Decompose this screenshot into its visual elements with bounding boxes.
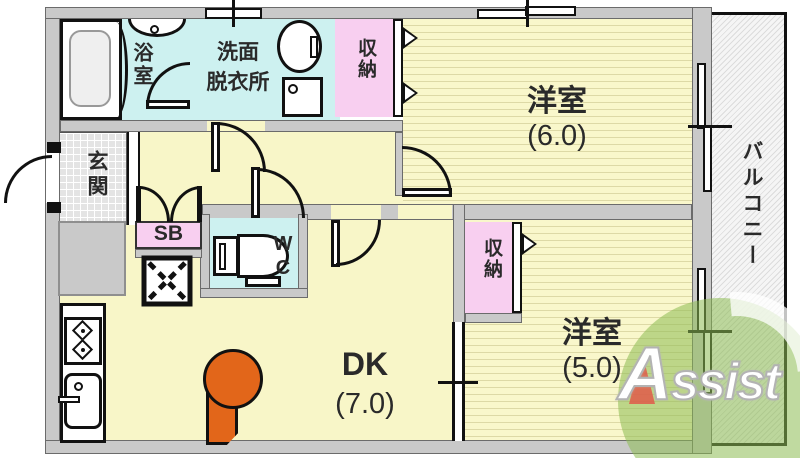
pipe-space (58, 221, 126, 296)
bathtub-inner (69, 30, 111, 107)
washer-pan (282, 77, 323, 117)
balcony-slider-1a (697, 63, 706, 129)
closet-side-fold-icon (522, 233, 537, 255)
washroom-label-line1: 洗面 (217, 41, 259, 64)
entrance-jamb-top (47, 142, 61, 153)
closet-side-label: 収納 (481, 238, 502, 280)
wall-outer-top (45, 7, 712, 19)
slider-dk-room5-tick (438, 381, 478, 384)
wc-label: WC (273, 233, 293, 279)
stove-burner-2-dot (81, 348, 85, 352)
closet-top-fold-icon-1 (403, 27, 418, 49)
wash-basin-handle (310, 36, 318, 58)
dk-size: (7.0) (335, 388, 395, 420)
western-room-6-size: (6.0) (527, 120, 587, 152)
entrance-door-arc (4, 155, 52, 203)
faucet-spout (58, 396, 80, 403)
wall-outer-bottom (45, 440, 712, 454)
wall-room5-left (453, 204, 465, 324)
toilet-tank (213, 236, 239, 276)
entrance-label: 玄関 (85, 150, 108, 200)
closet-top-label: 収納 (355, 38, 376, 80)
dining-table-top (203, 349, 263, 409)
doorway-dk (331, 205, 381, 219)
stove-burner-1-dot (81, 329, 85, 333)
toilet-base (245, 276, 281, 287)
bathtub (60, 19, 122, 120)
washroom-label: 洗面 脱衣所 (198, 38, 278, 98)
western-room-6-floor (403, 19, 692, 204)
balcony-label: バルコニー (740, 140, 763, 270)
window-room6-b (525, 6, 576, 16)
washroom-label-line2: 脱衣所 (206, 71, 270, 94)
balcony-slider-1b (703, 126, 712, 192)
wc-wall-right (298, 214, 308, 298)
dk-name: DK (341, 346, 389, 382)
closet-top-fold-icon-2 (403, 82, 418, 104)
shoe-box-label: SB (153, 222, 184, 245)
wc-wall-bottom (200, 288, 308, 298)
doorway-room6 (398, 205, 452, 219)
closet-side-wall-bottom (465, 313, 522, 323)
window-washroom-tick (232, 0, 235, 27)
toilet-bowl (237, 234, 289, 278)
toilet-tank-inner (219, 243, 226, 270)
closet-top-door (393, 19, 403, 117)
bath-partition-curve (116, 22, 128, 118)
bath-sink-drain (150, 25, 159, 34)
window-room6-tick (526, 0, 529, 27)
western-room-5-name: 洋室 (562, 317, 622, 350)
western-room-5-size: (5.0) (562, 352, 622, 384)
washer-drain (288, 84, 298, 94)
floor-hatch (141, 255, 193, 307)
balcony-slider-1-tick (688, 125, 732, 128)
window-room6-a (477, 9, 528, 19)
entrance-floor (58, 132, 127, 225)
assist-logo-text: Assist (617, 330, 782, 416)
faucet (74, 382, 83, 391)
bath-label: 浴室 (130, 42, 152, 88)
entrance-jamb-bottom (47, 202, 61, 213)
closet-top-floor (335, 19, 393, 117)
closet-side-door (512, 222, 522, 313)
shoe-box (135, 221, 202, 249)
closet-side-floor (465, 222, 512, 313)
western-room-6-name: 洋室 (527, 85, 587, 118)
